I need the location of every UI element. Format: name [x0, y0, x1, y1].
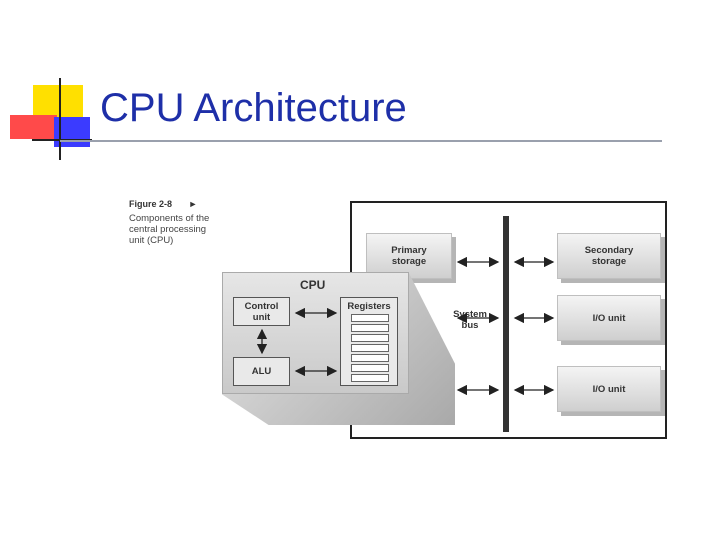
registers-label: Registers [347, 301, 391, 312]
decor-vertical-line [59, 78, 61, 160]
io-unit-label-2: I/O unit [592, 383, 626, 395]
figure-label-text: Figure 2-8 [129, 199, 173, 209]
figure-label: Figure 2-8 ► [129, 199, 197, 209]
secondary-storage-label: Secondary storage [584, 245, 634, 267]
system-bus-line [503, 216, 509, 432]
io-unit-box-1: I/O unit [557, 295, 661, 341]
register-cell [351, 354, 389, 362]
cpu-label: CPU [300, 278, 326, 292]
primary-storage-label: Primary storage [391, 245, 427, 267]
primary-storage-box: Primary storage [366, 233, 452, 279]
secondary-storage-box: Secondary storage [557, 233, 661, 279]
register-cell [351, 314, 389, 322]
io-unit-box-2: I/O unit [557, 366, 661, 412]
decor-red-bar [10, 115, 57, 139]
alu-label: ALU [251, 366, 272, 377]
register-cell [351, 364, 389, 372]
register-cell [351, 324, 389, 332]
slide-title: CPU Architecture [100, 86, 407, 130]
figure-arrow-icon: ► [188, 199, 198, 209]
control-unit-box: Control unit [233, 297, 290, 326]
register-cell [351, 344, 389, 352]
control-unit-label: Control unit [244, 300, 279, 323]
title-underline [60, 140, 662, 142]
registers-box: Registers [340, 297, 398, 386]
io-unit-label-1: I/O unit [592, 312, 626, 324]
register-cell [351, 334, 389, 342]
register-cell [351, 374, 389, 382]
alu-box: ALU [233, 357, 290, 386]
figure-caption: Components of the central processing uni… [129, 213, 210, 246]
